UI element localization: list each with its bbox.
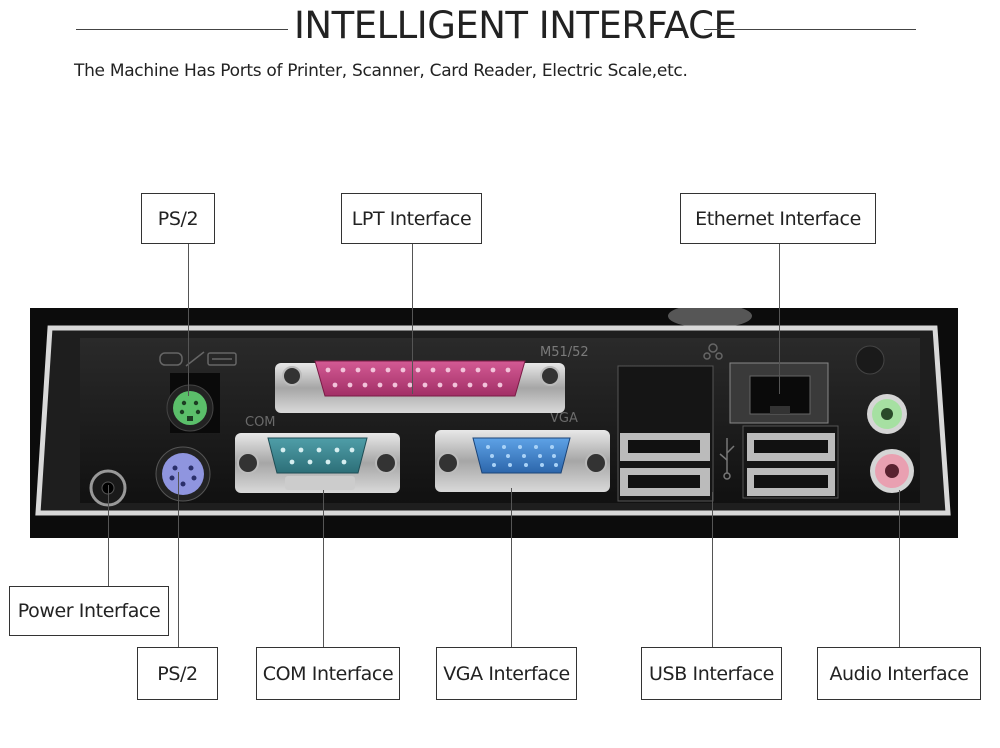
label-lpt-interface: LPT Interface	[341, 193, 482, 244]
label-audio-interface: Audio Interface	[817, 647, 981, 700]
keyboard-icon	[207, 352, 237, 366]
leader-audio	[899, 490, 900, 648]
mouse-icon	[159, 352, 183, 366]
label-ethernet-interface: Ethernet Interface	[680, 193, 876, 244]
usb-ports	[617, 365, 839, 502]
label-usb-interface: USB Interface	[641, 647, 782, 700]
leader-power	[108, 485, 109, 587]
leader-ps2-bottom	[178, 472, 179, 647]
network-icon	[703, 343, 723, 360]
leader-com	[323, 490, 324, 648]
label-com-interface: COM Interface	[256, 647, 400, 700]
ps2-keyboard-port	[155, 446, 211, 502]
page-title: INTELLIGENT INTERFACE	[294, 4, 737, 47]
usb-icon	[719, 438, 735, 480]
lpt-port	[275, 360, 565, 413]
leader-usb	[712, 492, 713, 648]
model-marking: M51/52	[540, 345, 589, 360]
label-ps2-top: PS/2	[141, 193, 215, 244]
label-power-interface: Power Interface	[9, 586, 169, 636]
com-port	[235, 433, 400, 493]
vga-port	[435, 430, 610, 492]
io-panel: M51/52 COM VGA	[30, 308, 958, 538]
leader-ethernet	[779, 244, 780, 394]
leader-vga	[511, 488, 512, 648]
label-ps2-bottom: PS/2	[137, 647, 218, 700]
vga-marking: VGA	[550, 411, 578, 426]
ps2-mouse-port	[166, 373, 220, 433]
title-rule-left	[76, 29, 288, 30]
audio-jacks	[855, 345, 914, 493]
header: INTELLIGENT INTERFACE	[0, 0, 1000, 60]
leader-ps2-top	[188, 244, 189, 396]
com-marking: COM	[245, 415, 276, 430]
label-vga-interface: VGA Interface	[436, 647, 577, 700]
page-subtitle: The Machine Has Ports of Printer, Scanne…	[74, 61, 688, 81]
leader-lpt	[412, 244, 413, 394]
title-rule-right	[704, 29, 916, 30]
